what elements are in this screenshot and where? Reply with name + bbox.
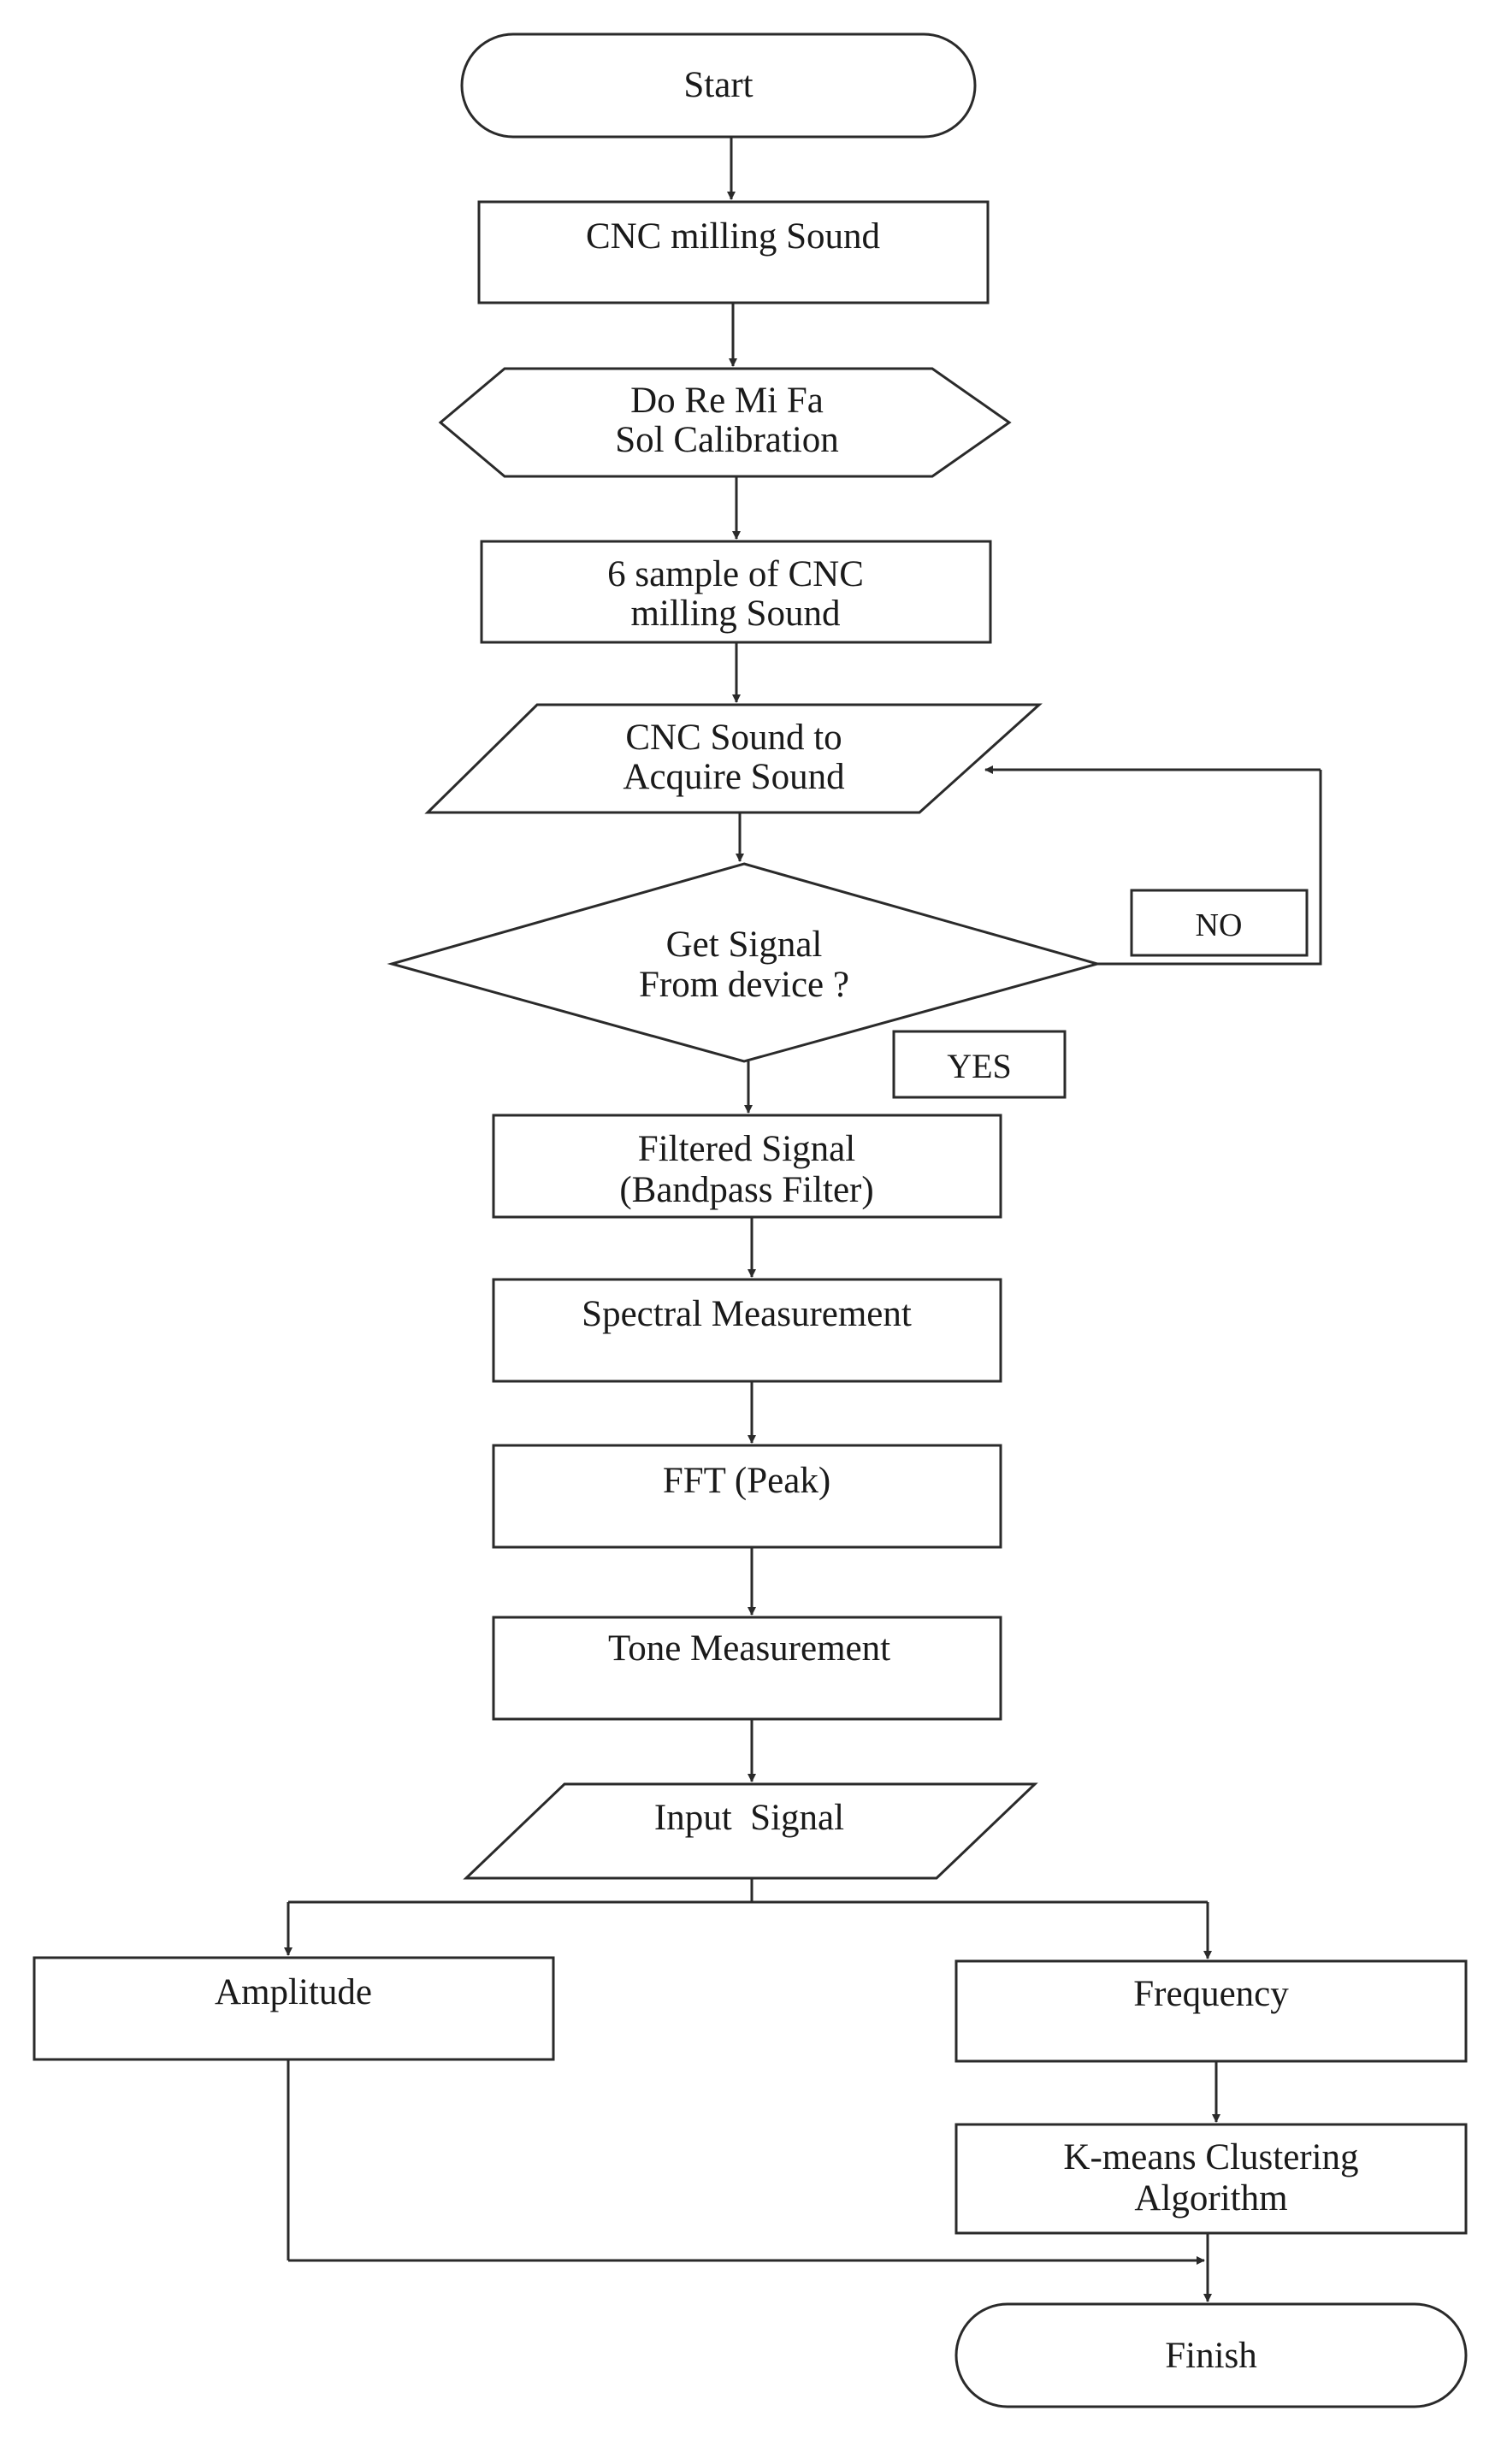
decision-node: Get Signal From device ? <box>387 862 1102 1063</box>
yes-label: YES <box>947 1047 1012 1085</box>
split-line <box>288 1878 754 1904</box>
samples-label-line2: milling Sound <box>631 594 841 634</box>
tone-label: Tone Measurement <box>608 1628 890 1669</box>
samples-label-line1: 6 sample of CNC <box>607 554 864 594</box>
fft-label: FFT (Peak) <box>663 1461 830 1501</box>
cnc-milling-sound-node: CNC milling Sound <box>477 200 990 304</box>
finish-node: Finish <box>954 2302 1468 2408</box>
acquire-sound-node: CNC Sound to Acquire Sound <box>424 703 1043 814</box>
calibration-node: Do Re Mi Fa Sol Calibration <box>438 367 1012 478</box>
finish-label: Finish <box>1165 2336 1257 2376</box>
kmeans-node: K-means Clustering Algorithm <box>954 2123 1468 2235</box>
kmeans-label-line2: Algorithm <box>1134 2178 1287 2219</box>
filtered-label-line1: Filtered Signal <box>638 1129 855 1169</box>
no-label: NO <box>1196 907 1243 943</box>
input-signal-node: Input Signal <box>463 1782 1038 1880</box>
amplitude-node: Amplitude <box>33 1956 555 2061</box>
cnc-milling-sound-label: CNC milling Sound <box>586 216 880 257</box>
filtered-signal-node: Filtered Signal (Bandpass Filter) <box>492 1114 1002 1219</box>
start-node: Start <box>460 32 977 139</box>
frequency-node: Frequency <box>954 1959 1468 2063</box>
tone-measurement-node: Tone Measurement <box>492 1616 1002 1721</box>
samples-node: 6 sample of CNC milling Sound <box>480 540 992 644</box>
no-loop-line <box>1097 770 1322 966</box>
calibration-label-line2: Sol Calibration <box>615 420 839 460</box>
spectral-label: Spectral Measurement <box>582 1294 912 1334</box>
input-signal-label: Input Signal <box>654 1798 844 1838</box>
acquire-label-line1: CNC Sound to <box>625 718 842 758</box>
calibration-label-line1: Do Re Mi Fa <box>630 381 824 421</box>
acquire-label-line2: Acquire Sound <box>623 757 844 797</box>
frequency-label: Frequency <box>1133 1974 1289 2014</box>
yes-label-box: YES <box>892 1030 1067 1099</box>
amplitude-label: Amplitude <box>215 1972 372 2012</box>
kmeans-label-line1: K-means Clustering <box>1063 2137 1358 2177</box>
decision-label-line1: Get Signal <box>666 925 823 965</box>
start-label: Start <box>683 65 753 105</box>
spectral-measurement-node: Spectral Measurement <box>492 1278 1002 1383</box>
filtered-label-line2: (Bandpass Filter) <box>619 1170 873 1210</box>
decision-label-line2: From device ? <box>639 965 849 1005</box>
no-label-box: NO <box>1130 889 1309 957</box>
fft-node: FFT (Peak) <box>492 1444 1002 1549</box>
